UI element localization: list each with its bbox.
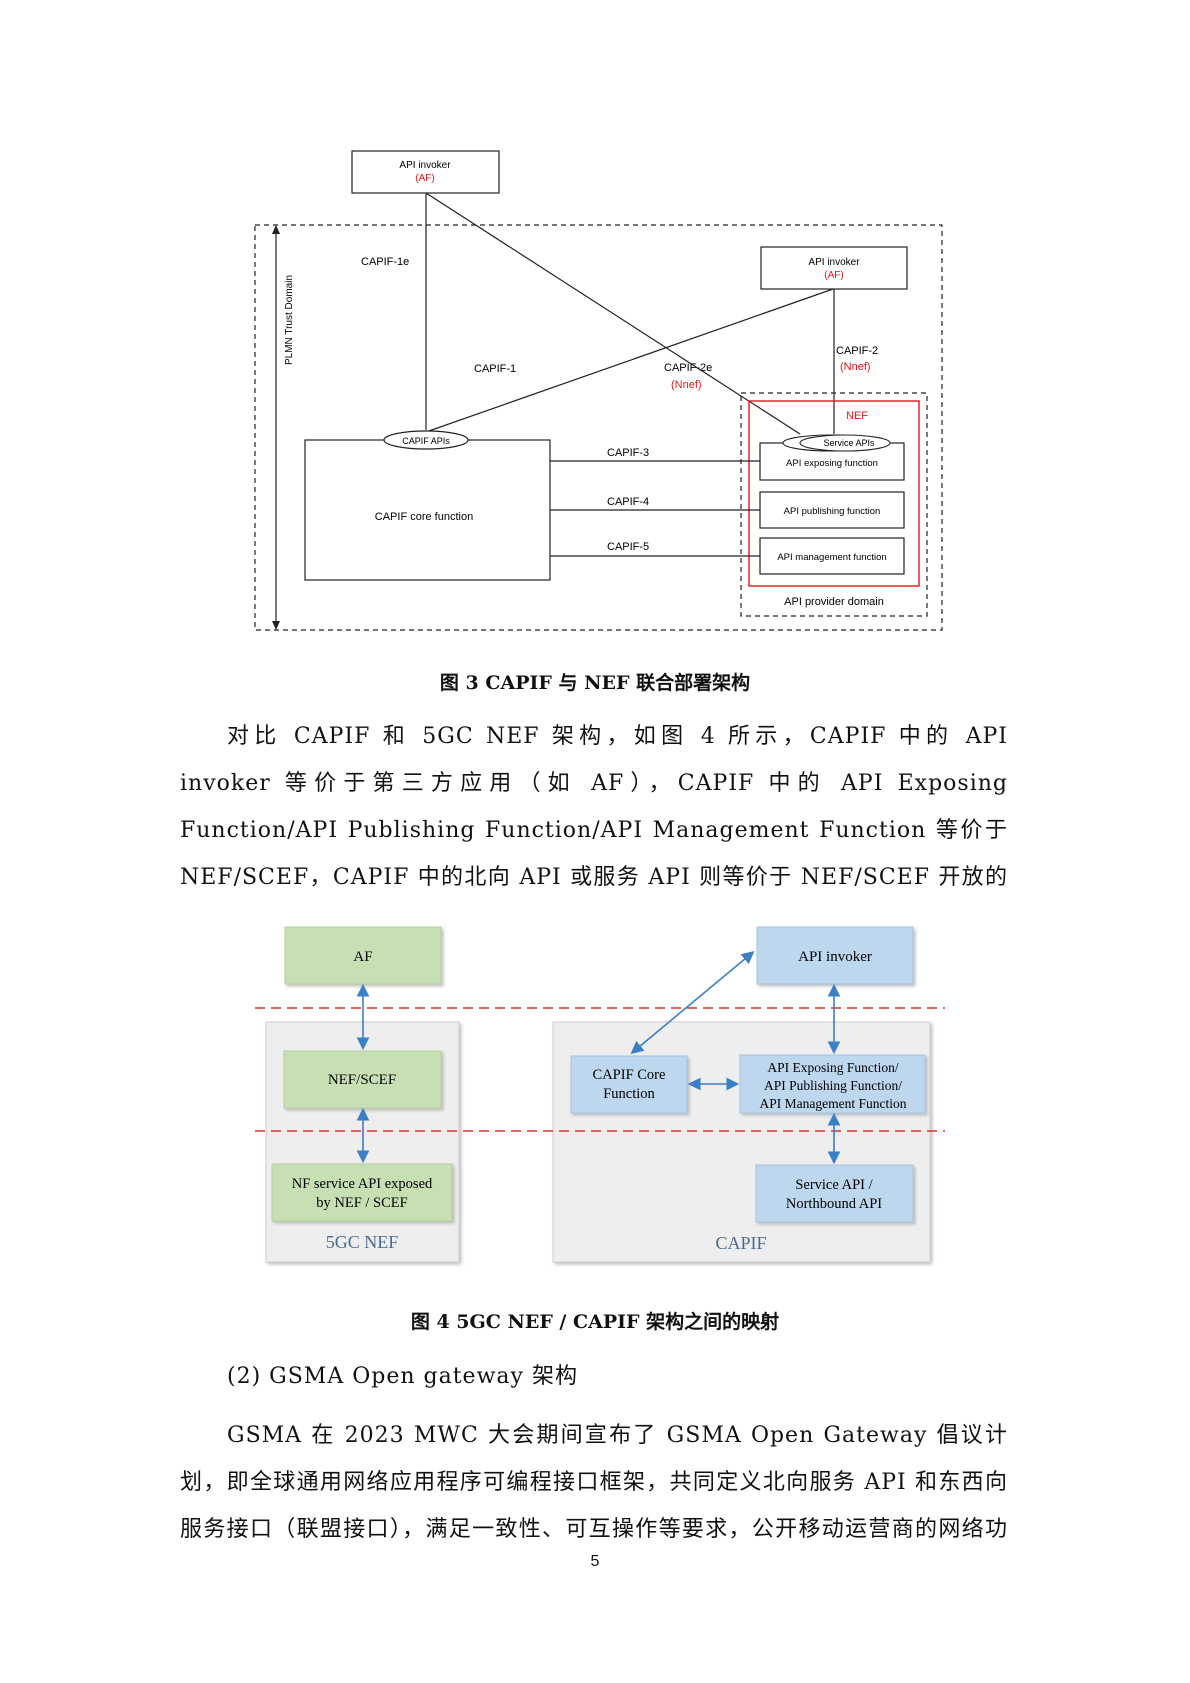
capif-5-label: CAPIF-5 [607, 541, 649, 553]
af-box [284, 926, 442, 985]
figure-3-capif-nef-diagram: API invoker (AF) PLMN Trust Domain API i… [254, 150, 943, 631]
api-management-function-box [759, 537, 905, 575]
capif-core-function-box-4 [570, 1055, 688, 1114]
core-invoker-arrow [630, 950, 755, 1055]
plmn-trust-domain-label: PLMN Trust Domain [284, 275, 295, 365]
capif-core-function-box [304, 439, 551, 581]
service-api-northbound-box [755, 1164, 914, 1223]
panel-capif-label: CAPIF [715, 1233, 766, 1253]
service-api-line2: Northbound API [786, 1196, 882, 1212]
nef-scef-label: NEF/SCEF [328, 1072, 396, 1088]
panel-5gc-nef-label: 5GC NEF [326, 1232, 399, 1252]
capif-2e-sub: (Nnef) [671, 379, 702, 391]
capif-1-label: CAPIF-1 [474, 363, 516, 375]
capif-apis-ellipse [383, 430, 469, 450]
capif-core-line1: CAPIF Core [593, 1067, 666, 1083]
capif-2-sub: (Nnef) [840, 361, 871, 373]
api-invoker-top-sub: (AF) [415, 173, 434, 184]
api-exposing-publishing-management-box [739, 1054, 926, 1114]
capif-2e-line [425, 192, 801, 435]
api-exposing-function-label: API exposing function [786, 458, 878, 469]
trust-domain-arrow-up [272, 225, 280, 234]
service-apis-ellipse [799, 434, 891, 452]
page-number: 5 [590, 1553, 600, 1570]
nf-service-api-box [271, 1163, 453, 1222]
figure-3-caption: 图 3 CAPIF 与 NEF 联合部署架构 [439, 672, 751, 694]
figure-4-nef-capif-mapping: AF NEF/SCEF NF service API exposed by NE… [255, 926, 945, 1263]
api-invoker-top-box [351, 150, 500, 194]
capif-core-line2: Function [603, 1086, 655, 1102]
service-api-line1: Service API / [795, 1177, 873, 1193]
capif-3-label: CAPIF-3 [607, 447, 649, 459]
api-invoker-top-label: API invoker [399, 160, 451, 171]
paragraph-gsma-open-gateway: GSMA 在 2023 MWC 大会期间宣布了 GSMA Open Gatewa… [180, 1423, 1008, 1542]
exposing-line3: API Management Function [760, 1096, 907, 1111]
capif-1e-label: CAPIF-1e [361, 256, 409, 268]
af-label: AF [353, 949, 372, 965]
api-management-function-label: API management function [777, 552, 886, 563]
exposing-line2: API Publishing Function/ [764, 1078, 902, 1093]
capif-apis-label: CAPIF APIs [402, 436, 450, 446]
api-invoker-label: API invoker [798, 949, 872, 965]
service-apis-label: Service APIs [823, 438, 875, 448]
section-heading: (2) GSMA Open gateway 架构 [227, 1364, 578, 1389]
nf-service-api-line2: by NEF / SCEF [316, 1195, 407, 1211]
capif-1-line [425, 288, 834, 433]
nef-box [748, 400, 920, 587]
exposing-line1: API Exposing Function/ [767, 1060, 899, 1075]
api-publishing-function-label: API publishing function [784, 506, 881, 517]
capif-core-function-label: CAPIF core function [375, 511, 473, 523]
trust-domain-arrow-down [272, 621, 280, 630]
api-provider-domain-label: API provider domain [784, 596, 884, 608]
api-invoker-right-box [760, 246, 908, 290]
paragraph-capif-nef-comparison: 对比 CAPIF 和 5GC NEF 架构，如图 4 所示，CAPIF 中的 A… [180, 724, 1008, 890]
api-invoker-right-sub: (AF) [824, 270, 843, 281]
capif-2-label: CAPIF-2 [836, 345, 878, 357]
figure-4-caption: 图 4 5GC NEF / CAPIF 架构之间的映射 [410, 1311, 780, 1333]
api-invoker-right-label: API invoker [808, 257, 860, 268]
capif-4-label: CAPIF-4 [607, 496, 649, 508]
capif-2e-label: CAPIF-2e [664, 362, 712, 374]
api-provider-domain-box [740, 392, 928, 617]
nf-service-api-line1: NF service API exposed [292, 1176, 433, 1192]
nef-label: NEF [846, 410, 868, 422]
api-invoker-box [756, 926, 914, 985]
nef-scef-box [283, 1050, 442, 1109]
plmn-trust-domain-box [254, 224, 943, 631]
